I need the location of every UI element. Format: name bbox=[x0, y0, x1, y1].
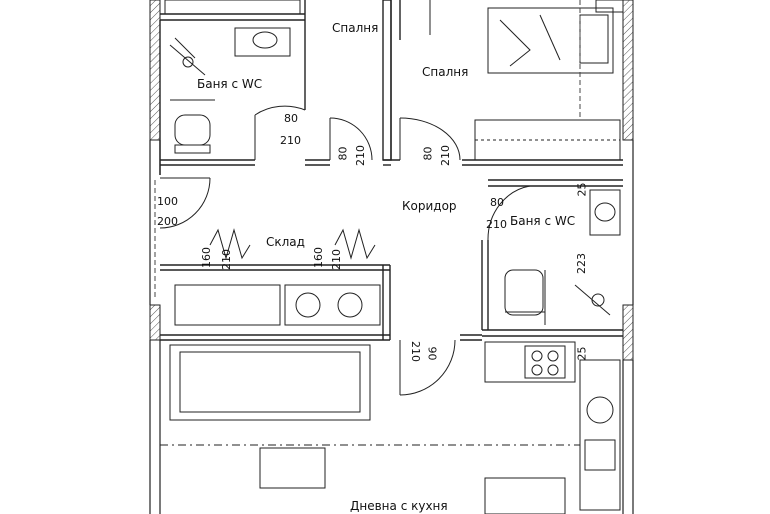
dim-bath-right-door-h: 210 bbox=[486, 218, 507, 231]
bath-right-fixtures bbox=[504, 189, 621, 325]
dim-wall-25-bottom: 25 bbox=[575, 346, 589, 361]
dim-storage-door1-w: 160 bbox=[200, 247, 213, 268]
room-label-living-kitchen: Дневна с кухня bbox=[350, 499, 448, 513]
bath-left-fixtures bbox=[169, 27, 291, 154]
wardrobe-top bbox=[164, 0, 301, 15]
dim-bed-small-door-w: 80 bbox=[336, 146, 350, 161]
dim-entry-door-w: 100 bbox=[157, 195, 178, 208]
dim-storage-door2-h: 210 bbox=[330, 249, 343, 270]
dim-storage-door2-w: 160 bbox=[312, 247, 325, 268]
dim-bed-large-door-h: 210 bbox=[439, 145, 452, 166]
storage-shelving bbox=[174, 228, 381, 326]
dim-living-door-w: 90 bbox=[425, 346, 439, 361]
dim-bath-left-door-w: 80 bbox=[284, 112, 298, 125]
dim-bed-large-door-w: 80 bbox=[421, 146, 435, 161]
dim-bed-small-door-h: 210 bbox=[354, 145, 367, 166]
window-lines bbox=[154, 0, 581, 300]
dim-wall-223: 223 bbox=[575, 253, 588, 274]
room-label-bedroom-large: Спалня bbox=[422, 65, 469, 79]
dim-storage-door1-h: 210 bbox=[220, 249, 233, 270]
room-label-corridor: Коридор bbox=[402, 199, 457, 213]
room-label-storage: Склад bbox=[266, 235, 305, 249]
dim-living-door-h: 210 bbox=[409, 341, 422, 362]
room-label-bath-left: Баня с WC bbox=[197, 77, 263, 91]
dim-wall-25-top: 25 bbox=[575, 182, 589, 197]
room-label-bath-right: Баня с WC bbox=[510, 214, 576, 228]
living-furniture bbox=[160, 344, 580, 514]
dim-bath-left-door-h: 210 bbox=[280, 134, 301, 147]
kitchen bbox=[484, 341, 621, 511]
dim-bath-right-door-w: 80 bbox=[490, 196, 504, 209]
wardrobe-bedroom bbox=[474, 119, 621, 161]
dim-entry-door-h: 200 bbox=[157, 215, 178, 228]
exterior-walls bbox=[149, 0, 634, 514]
bed bbox=[429, 0, 624, 74]
doors bbox=[159, 105, 531, 396]
room-label-bedroom-small: Спалня bbox=[332, 21, 379, 35]
